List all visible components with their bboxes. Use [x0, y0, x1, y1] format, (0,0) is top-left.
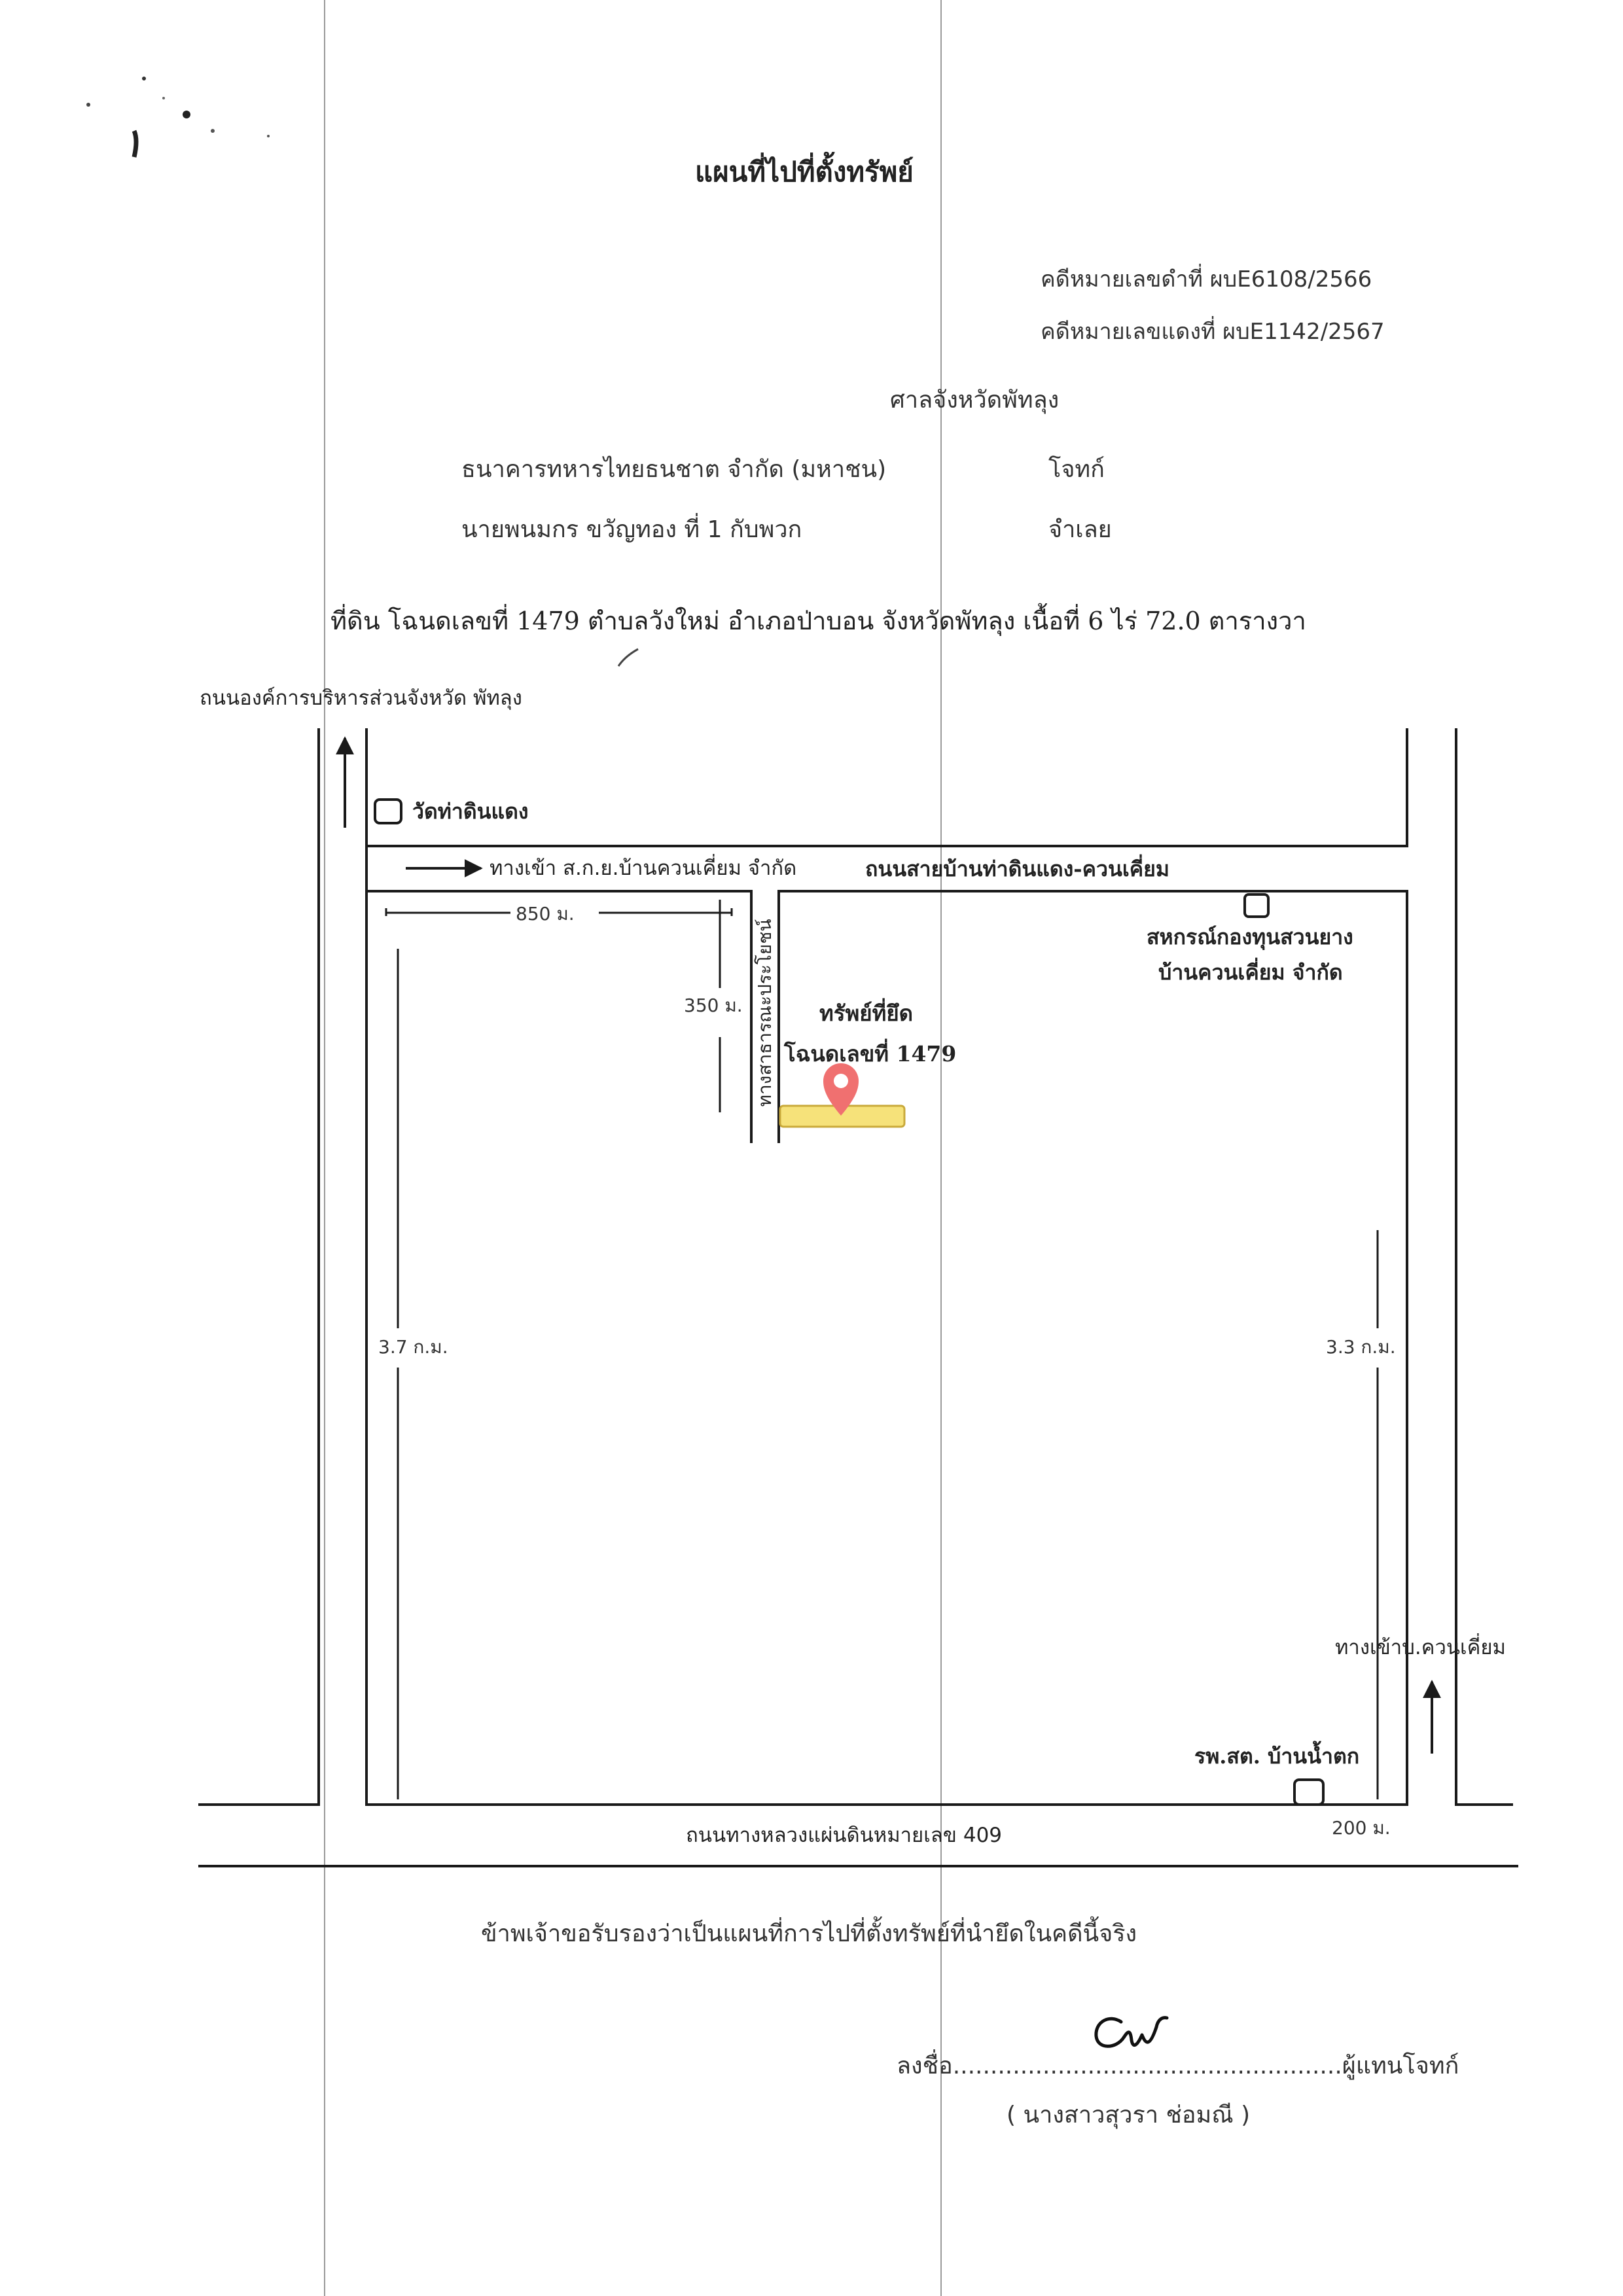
sign-prefix: ลงชื่อ — [897, 2053, 953, 2079]
distance-350: 350 ม. — [684, 995, 743, 1016]
cooperative-label-line2: บ้านควนเคี่ยม จำกัด — [1158, 960, 1343, 985]
distance-200: 200 ม. — [1332, 1817, 1391, 1839]
highway-label: ถนนทางหลวงแผ่นดินหมายเลข 409 — [686, 1824, 1003, 1847]
plaintiff-name: ธนาคารทหารไทยธนชาต จำกัด (มหาชน) — [461, 456, 887, 483]
signature-line: ลงชื่อ..................................… — [897, 2055, 1459, 2078]
cooperative-label-line1: สหกรณ์กองทุนสวนยาง — [1147, 925, 1353, 949]
location-pin-icon — [823, 1063, 859, 1116]
distance-3-7: 3.7 ก.ม. — [378, 1336, 448, 1358]
red-case-number: คดีหมายเลขแดงที่ ผบE1142/2567 — [1041, 319, 1385, 345]
distance-3-3: 3.3 ก.ม. — [1326, 1336, 1396, 1358]
property-label-line2: โฉนดเลขที่ 1479 — [784, 1041, 957, 1067]
certification-text: ข้าพเจ้าขอรับรองว่าเป็นแผนที่การไปที่ตั้… — [481, 1920, 1137, 1947]
hospital-square-icon — [1293, 1778, 1325, 1806]
black-case-number: คดีหมายเลขดำที่ ผบE6108/2566 — [1041, 266, 1372, 292]
sign-dots: ........................................… — [952, 2053, 1342, 2079]
provincial-road-label: ถนนองค์การบริหารส่วนจังหวัด พัทลุง — [200, 686, 522, 710]
pen-mark — [617, 648, 639, 667]
court-name: ศาลจังหวัดพัทลุง — [890, 387, 1060, 414]
land-description: ที่ดิน โฉนดเลขที่ 1479 ตำบลวังใหม่ อำเภอ… — [330, 607, 1306, 635]
coop-entrance-label: ทางเข้า ส.ก.ย.บ้านควนเคี่ยม จำกัด — [490, 857, 797, 880]
page-title: แผนที่ไปที่ตั้งทรัพย์ — [695, 156, 914, 188]
temple-square-icon — [374, 798, 402, 824]
distance-850: 850 ม. — [516, 903, 575, 925]
scan-specks — [86, 77, 270, 158]
village-road-label: ถนนสายบ้านท่าดินแดง-ควนเคี่ยม — [865, 857, 1169, 881]
defendant-name: นายพนมกร ขวัญทอง ที่ 1 กับพวก — [461, 516, 802, 543]
fold-line-center — [940, 0, 942, 2296]
sign-suffix: ผู้แทนโจทก์ — [1342, 2053, 1459, 2079]
temple-label: วัดท่าดินแดง — [412, 799, 529, 824]
signer-name: ( นางสาวสุวรา ช่อมณี ) — [1007, 2102, 1251, 2128]
property-label-line1: ทรัพย์ที่ยึด — [819, 1000, 914, 1026]
public-lane-label: ทางสาธารณะประโยชน์ — [754, 919, 776, 1107]
fold-line-left — [324, 0, 325, 2296]
cooperative-square-icon — [1243, 893, 1270, 918]
handwritten-signature — [1094, 2016, 1169, 2048]
plaintiff-role: โจทก์ — [1048, 456, 1105, 483]
hospital-label: รพ.สต. บ้านน้ำตก — [1194, 1744, 1360, 1769]
defendant-role: จำเลย — [1048, 516, 1112, 543]
khuan-khiam-entrance-label: ทางเข้าบ.ควนเคี่ยม — [1335, 1636, 1506, 1659]
